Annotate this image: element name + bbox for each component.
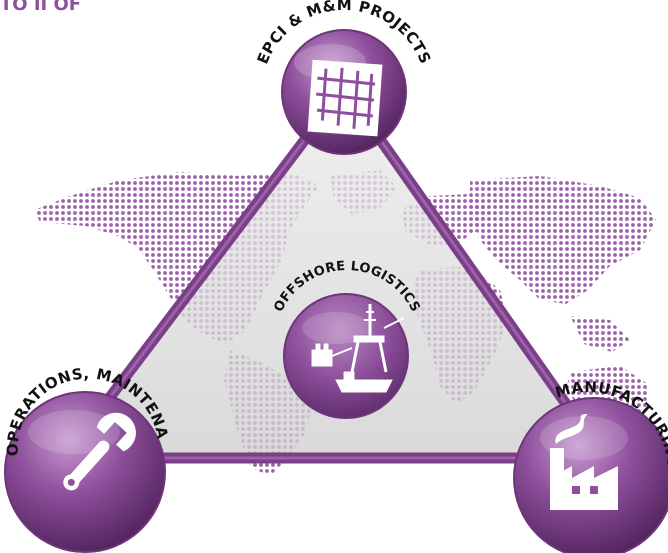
wrench-icon [63,412,136,491]
header-fragment: TO II OF [0,0,82,15]
factory-icon [550,414,618,510]
blueprint-icon [307,59,383,137]
node-offshore-logistics [283,293,409,419]
connection-triangle [58,82,610,464]
node-operations-maintenance [4,391,166,553]
node-epci-projects [281,29,407,155]
node-manufacturing [513,397,668,553]
offshore-platform-icon [311,304,405,393]
